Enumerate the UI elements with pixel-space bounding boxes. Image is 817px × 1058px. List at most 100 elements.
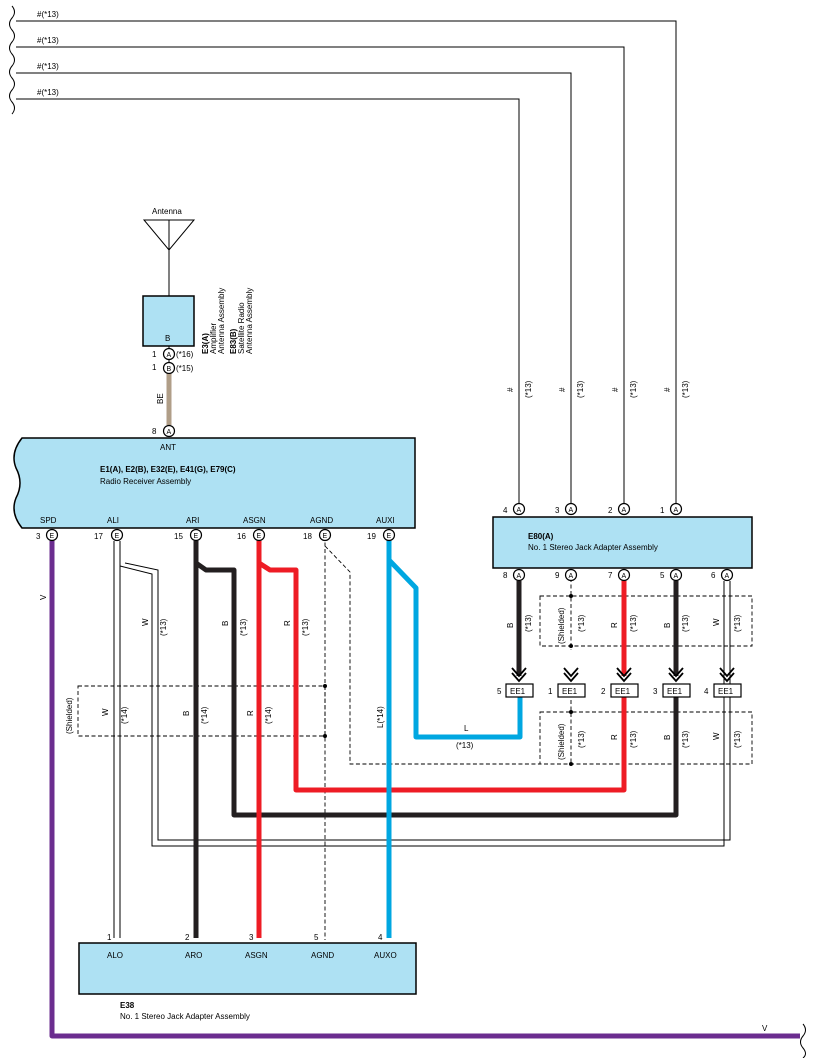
svg-text:A: A [674,573,679,580]
svg-text:E: E [323,533,328,540]
svg-text:V: V [762,1024,768,1033]
svg-text:18: 18 [303,532,312,541]
svg-text:AUXO: AUXO [374,951,397,960]
svg-text:(*14): (*14) [200,706,209,724]
wire-w [113,541,731,938]
svg-text:(*16): (*16) [176,350,194,359]
svg-text:ARI: ARI [186,516,199,525]
svg-text:EE1: EE1 [718,687,734,696]
svg-text:ALO: ALO [107,951,123,960]
e80-bottom-pins: 8 A 9 A 7 A 5 A 6 A [503,568,734,582]
svg-text:(*13): (*13) [301,618,310,636]
e80-top-pins: 4 A 3 A 2 A 1 A [503,502,683,516]
svg-text:(*13): (*13) [629,380,638,398]
svg-text:1: 1 [152,363,157,372]
svg-text:ALI: ALI [107,516,119,525]
svg-text:EE1: EE1 [667,687,683,696]
svg-text:E: E [115,533,120,540]
svg-text:A: A [569,507,574,514]
svg-text:R: R [283,620,292,626]
radio-title: E1(A), E2(B), E32(E), E41(G), E79(C) [100,465,236,474]
svg-text:(Shielded): (Shielded) [557,607,566,644]
svg-text:R: R [246,710,255,716]
svg-text:E: E [194,533,199,540]
svg-text:#: # [611,387,620,392]
svg-text:A: A [622,573,627,580]
svg-text:(*13): (*13) [733,730,742,748]
top-wires: #(*13) #(*13) #(*13) #(*13) [16,10,677,505]
svg-text:19: 19 [367,532,376,541]
svg-text:#: # [663,387,672,392]
svg-text:(*13): (*13) [456,741,474,750]
svg-text:SPD: SPD [40,516,57,525]
svg-text:4: 4 [704,687,709,696]
svg-text:W: W [141,618,150,626]
svg-text:17: 17 [94,532,103,541]
svg-text:E38: E38 [120,1001,135,1010]
svg-text:1: 1 [548,687,553,696]
wire-r-branch [257,560,627,793]
svg-text:(*13): (*13) [629,614,638,632]
hash-wire-labels: # (*13) # (*13) # (*13) # (*13) [506,380,690,398]
svg-text:B: B [167,366,172,373]
antenna: Antenna B 1 A (*16) 1 B (*15) E3(A) Ampl… [142,207,254,375]
svg-text:B: B [663,735,672,740]
svg-text:9: 9 [555,571,560,580]
ee1-connectors: 5 EE1 1 EE1 2 EE1 3 EE1 4 EE1 [497,683,742,698]
break-mark [800,1023,806,1058]
svg-text:AGND: AGND [311,951,334,960]
break-mark [9,5,15,115]
radio-pins: 3 E 17 E 15 E 16 E 18 E 19 E [36,528,396,542]
svg-text:AUXI: AUXI [376,516,395,525]
svg-text:B: B [182,711,191,716]
svg-text:8: 8 [152,427,157,436]
svg-text:(*13): (*13) [159,618,168,636]
svg-text:5: 5 [660,571,665,580]
wire-l-branch [387,558,523,740]
svg-text:L: L [464,724,469,733]
svg-text:(Shielded): (Shielded) [557,723,566,760]
svg-text:A: A [517,573,522,580]
svg-text:15: 15 [174,532,183,541]
svg-text:E: E [257,533,262,540]
svg-text:4: 4 [378,933,383,942]
svg-text:W: W [712,618,721,626]
svg-text:E83(B): E83(B) [229,328,238,354]
svg-text:EE1: EE1 [615,687,631,696]
svg-text:A: A [517,507,522,514]
svg-text:1: 1 [660,506,665,515]
svg-text:(*13): (*13) [577,614,586,632]
svg-text:(*14): (*14) [120,706,129,724]
svg-text:A: A [674,507,679,514]
svg-text:(Shielded): (Shielded) [65,697,74,734]
svg-text:No. 1 Stereo Jack Adapter Asse: No. 1 Stereo Jack Adapter Assembly [120,1012,250,1021]
svg-text:Amplifier: Amplifier [209,323,218,354]
svg-text:R: R [610,734,619,740]
wire-b-branch [194,560,679,818]
top-wire-label: #(*13) [37,36,59,45]
svg-text:A: A [622,507,627,514]
svg-text:ANT: ANT [160,443,176,452]
svg-text:A: A [569,573,574,580]
svg-text:3: 3 [36,532,41,541]
svg-text:EE1: EE1 [510,687,526,696]
antenna-amplifier-box [142,295,195,347]
svg-text:ASGN: ASGN [243,516,266,525]
svg-text:8: 8 [503,571,508,580]
svg-text:W: W [712,732,721,740]
svg-text:EE1: EE1 [562,687,578,696]
svg-text:(*13): (*13) [681,614,690,632]
svg-text:3: 3 [555,506,560,515]
svg-text:(*13): (*13) [629,730,638,748]
svg-text:1: 1 [152,350,157,359]
top-wire-label: #(*13) [37,10,59,19]
svg-text:V: V [39,594,48,600]
svg-text:3: 3 [249,933,254,942]
e38-stereo-jack-adapter: 1 2 3 5 4 ALO ARO ASGN AGND AUXO E38 No.… [78,933,417,1021]
svg-text:5: 5 [497,687,502,696]
svg-text:2: 2 [601,687,606,696]
svg-text:(*13): (*13) [576,380,585,398]
svg-text:R: R [610,622,619,628]
svg-text:(*13): (*13) [524,614,533,632]
